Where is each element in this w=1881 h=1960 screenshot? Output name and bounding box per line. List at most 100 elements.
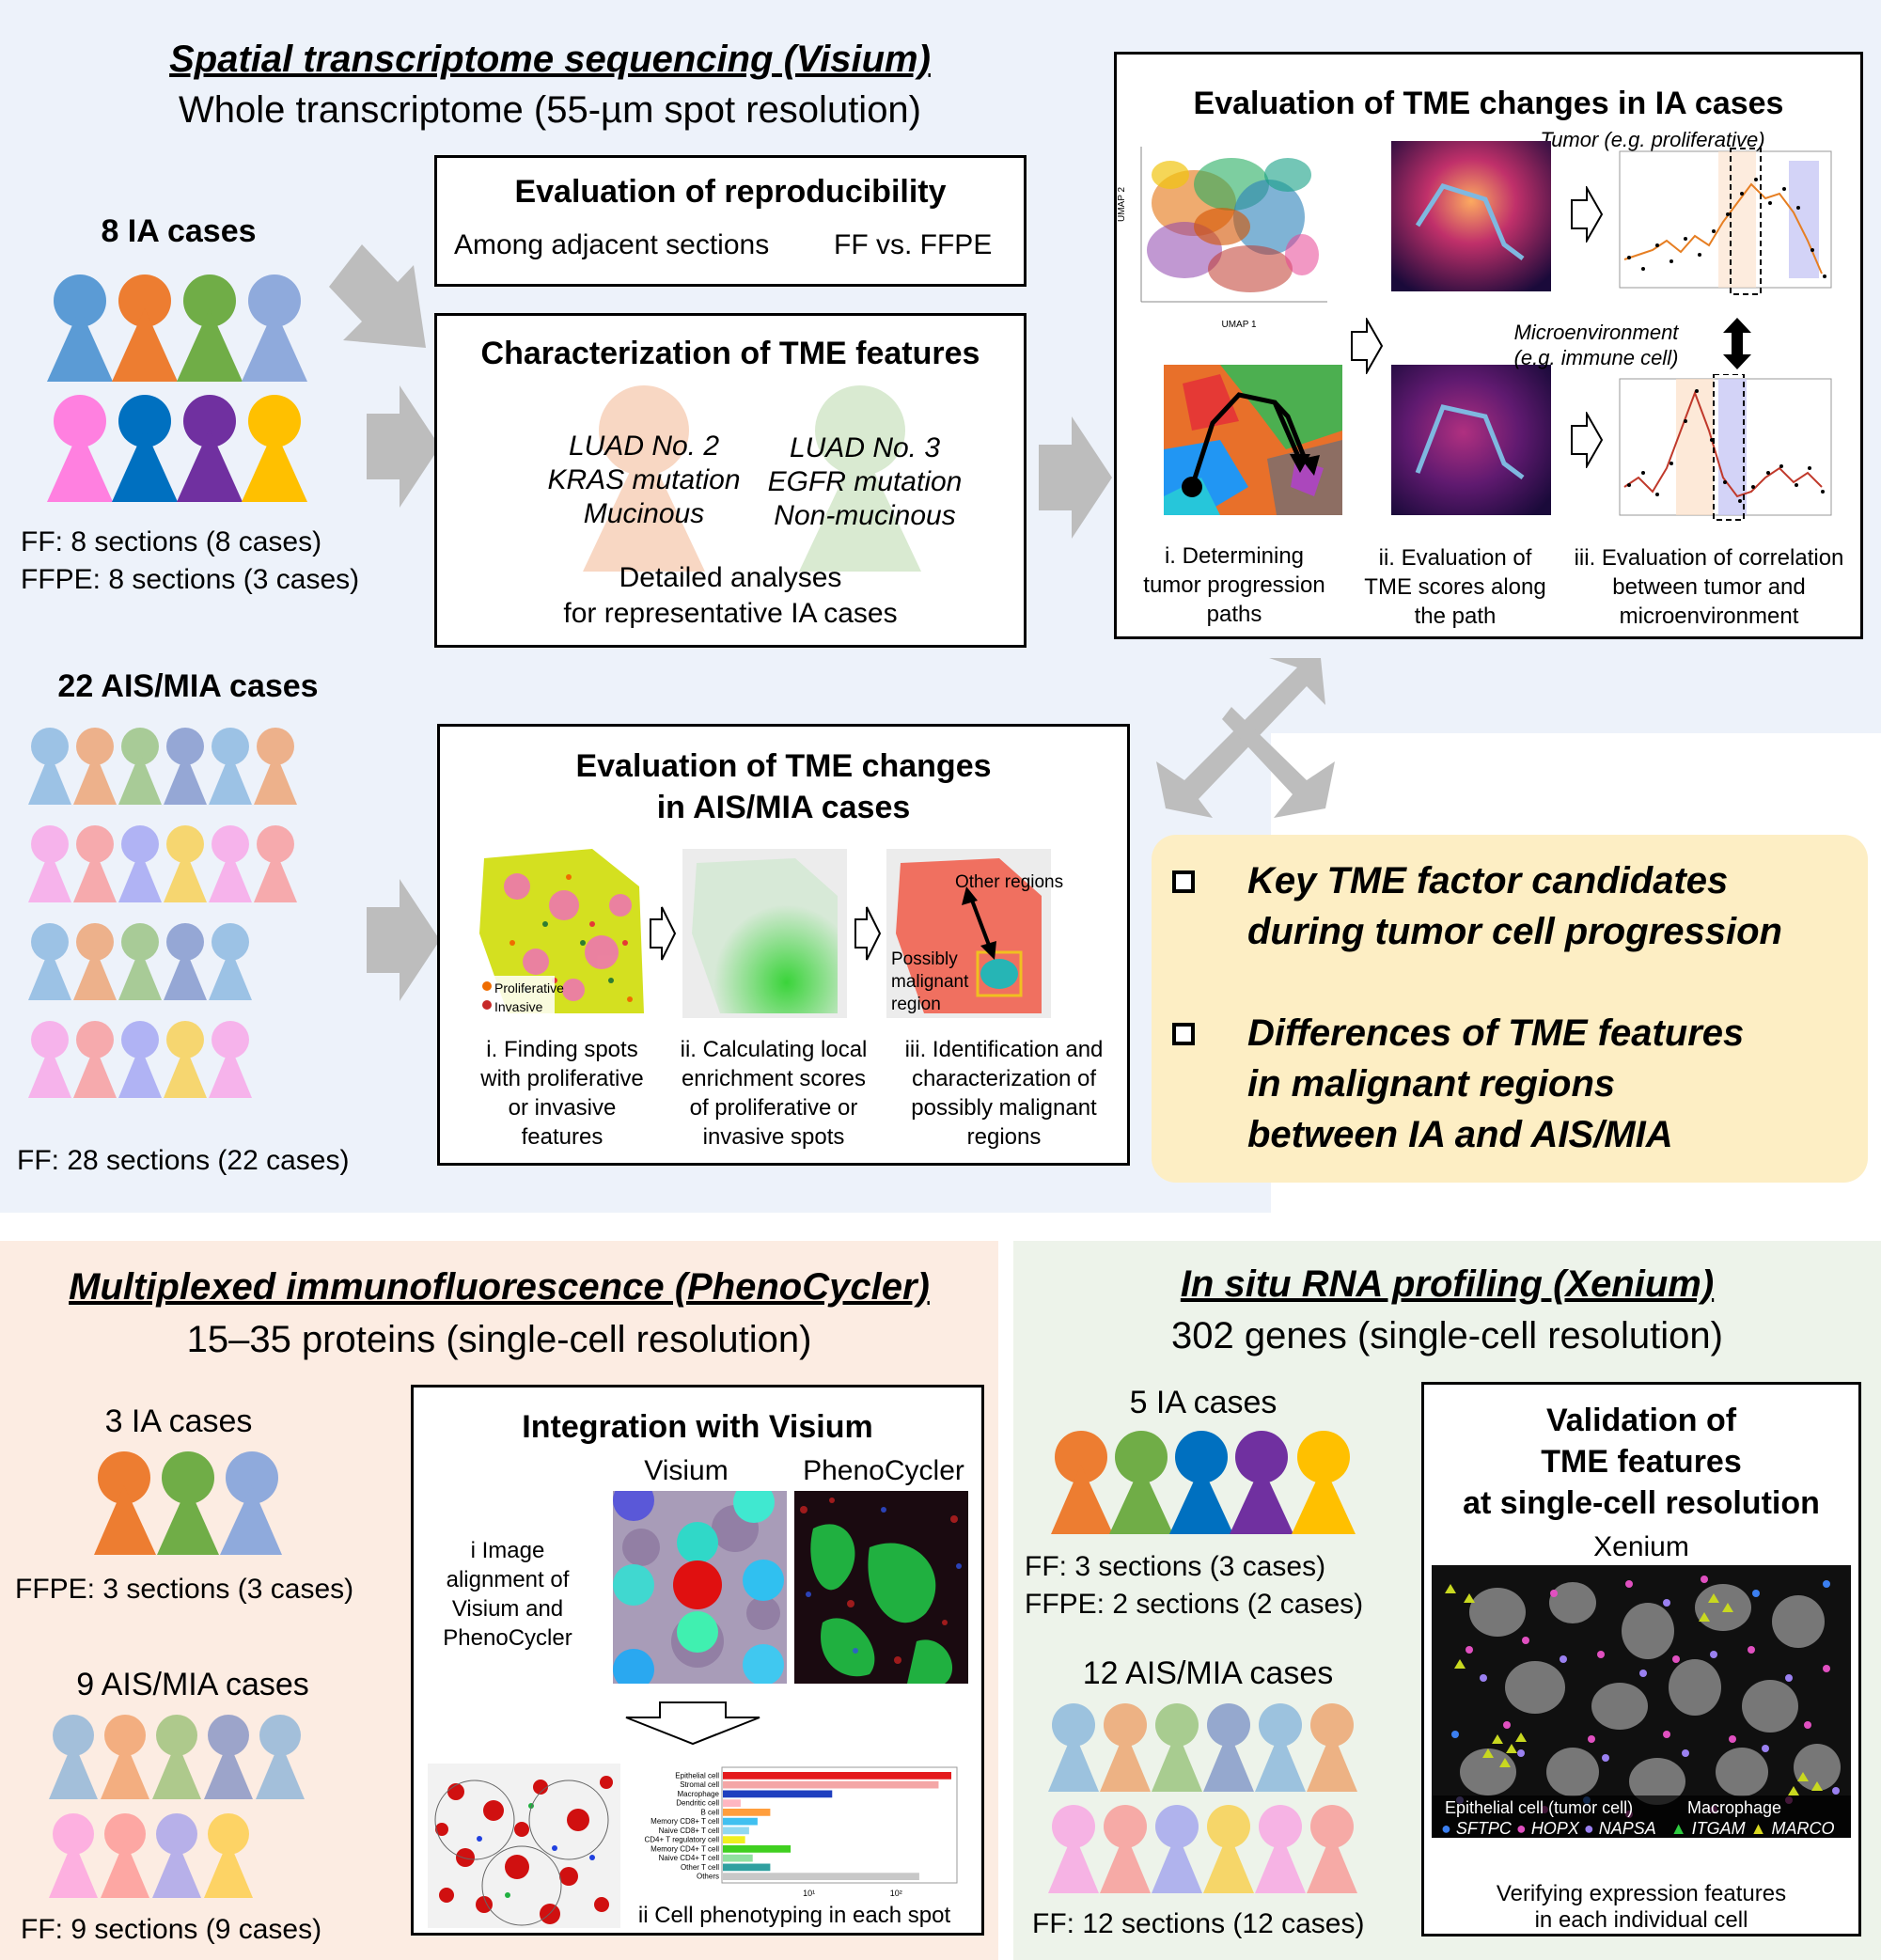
detail-line2: for representative IA cases — [563, 598, 898, 629]
ia-case-figures — [47, 274, 307, 502]
pc-aismia-ff: FF: 9 sections (9 cases) — [21, 1914, 322, 1945]
chart-category-label: Stromal cell — [680, 1780, 719, 1789]
gene-legend-row: ● SFTPC ● HOPX ● NAPSA ▲ ITGAM ▲ MARCO — [1441, 1819, 1855, 1838]
chart-category-label: Memory CD4+ T cell — [651, 1844, 719, 1853]
xenium-cell-image — [1432, 1565, 1851, 1838]
aismia-case-figures — [28, 728, 297, 1098]
figure-row-2 — [47, 395, 307, 502]
align-line1: i Image — [470, 1538, 545, 1563]
aismia-step2-line4: invasive spots — [702, 1124, 845, 1150]
xn-ia-case-figures — [1051, 1431, 1356, 1534]
chart-bar — [723, 1780, 939, 1789]
chart-category-label: Memory CD8+ T cell — [651, 1817, 719, 1826]
xn-aismia-cases-label: 12 AIS/MIA cases — [1082, 1655, 1334, 1691]
ia-cases-label: 8 IA cases — [101, 213, 257, 249]
validation-title-line1: Validation of — [1545, 1403, 1737, 1438]
chart-category-label: CD4+ T regulatory cell — [644, 1836, 719, 1844]
ia-step2-line1: ii. Evaluation of — [1378, 545, 1532, 571]
outcome1-line2: during tumor cell progression — [1247, 911, 1782, 952]
chart-x-tick-label: 10² — [890, 1889, 902, 1898]
chart-bar — [723, 1827, 749, 1835]
legend-proliferative: Proliferative — [494, 980, 564, 996]
luad3-line1: LUAD No. 3 — [789, 432, 941, 463]
align-line2: alignment of — [446, 1567, 570, 1592]
xn-ia-ffpe: FFPE: 2 sections (2 cases) — [1025, 1589, 1364, 1620]
xenium-image-label: Xenium — [1593, 1531, 1689, 1562]
luad3-line3: Non-mucinous — [774, 500, 956, 531]
gene-marco: MARCO — [1771, 1819, 1835, 1838]
xn-ia-cases-label: 5 IA cases — [1129, 1385, 1278, 1420]
bidirectional-arrows — [1156, 658, 1335, 818]
sftpc-marker-icon: ● — [1441, 1819, 1451, 1838]
umap-plot — [1140, 147, 1327, 303]
outcome2-line1: Differences of TME features — [1247, 1012, 1745, 1054]
gene-napsa: NAPSA — [1598, 1819, 1656, 1838]
characterization-title: Characterization of TME features — [480, 336, 980, 371]
outcome2-line3: between IA and AIS/MIA — [1247, 1114, 1673, 1155]
cell-phenotype-image — [428, 1764, 620, 1928]
verify-line1: Verifying expression features — [1496, 1881, 1787, 1906]
reproducibility-item2: FF vs. FFPE — [834, 229, 993, 260]
aismia-arrow-1 — [650, 906, 677, 961]
legend-invasive: Invasive — [494, 999, 543, 1014]
chart-bar — [723, 1873, 919, 1880]
pc-aismia-cases-label: 9 AIS/MIA cases — [76, 1667, 309, 1702]
micro-label-line1: Microenvironment — [1513, 321, 1679, 344]
tme-score-heatmap-top — [1391, 141, 1551, 291]
chart-bar — [723, 1790, 833, 1798]
arrow-ia-to-reproducibility — [329, 244, 426, 348]
luad3-silhouette — [799, 385, 921, 572]
spatial-cluster-map — [1164, 365, 1342, 515]
aismia-step3-line3: possibly malignant — [911, 1095, 1097, 1121]
chart-category-label: Naive CD8+ T cell — [659, 1827, 720, 1835]
chart-category-label: Macrophage — [678, 1790, 720, 1798]
malignant-region-map — [886, 849, 1051, 1018]
macrophage-label: Macrophage — [1687, 1798, 1782, 1817]
ia-step3-line1: iii. Evaluation of correlation — [1574, 545, 1844, 571]
arrow-characterization-to-ia-eval — [1039, 416, 1112, 539]
aismia-step2-line1: ii. Calculating local — [680, 1037, 868, 1062]
ia-step1-line1: i. Determining — [1164, 543, 1305, 569]
tme-score-heatmap-bottom — [1391, 365, 1551, 515]
arrow-aismia-to-eval — [367, 879, 440, 1001]
aismia-step1-line2: with proliferative — [480, 1066, 644, 1091]
pc-ia-case-figures — [94, 1451, 282, 1555]
outcomes-box: Key TME factor candidates during tumor c… — [1152, 835, 1868, 1183]
phenocycler-title: Multiplexed immunofluorescence (PhenoCyc… — [69, 1266, 930, 1308]
chart-bar — [723, 1863, 771, 1872]
possibly-line3: region — [891, 995, 941, 1014]
luad2-line2: KRAS mutation — [547, 464, 741, 495]
luad3-line2: EGFR mutation — [767, 466, 963, 497]
itgam-marker-icon: ▲ — [1669, 1819, 1687, 1838]
integration-box: Integration with Visium Visium PhenoCycl… — [411, 1385, 984, 1936]
correlation-double-arrow — [1723, 318, 1751, 369]
tumor-score-lineplot — [1619, 148, 1832, 295]
hopx-marker-icon: ● — [1515, 1819, 1527, 1838]
possibly-line2: malignant — [891, 972, 969, 992]
visium-subtitle: Whole transcriptome (55-µm spot resoluti… — [179, 89, 921, 131]
arrow-ia-to-characterization — [367, 385, 440, 508]
aismia-cases-label: 22 AIS/MIA cases — [57, 668, 319, 704]
micro-score-lineplot — [1619, 374, 1832, 521]
verify-line2: in each individual cell — [1534, 1907, 1748, 1933]
validation-title-line2: TME features — [1541, 1444, 1742, 1480]
ia-eval-title: Evaluation of TME changes in IA cases — [1193, 86, 1784, 121]
validation-box: Validation of TME features at single-cel… — [1421, 1382, 1861, 1936]
chart-bar — [723, 1799, 741, 1807]
phenocycler-image — [794, 1491, 968, 1684]
outcome1-line1: Key TME factor candidates — [1247, 860, 1729, 902]
aismia-step1-line4: features — [521, 1124, 603, 1150]
align-line4: PhenoCycler — [443, 1625, 572, 1651]
aismia-step3-line4: regions — [966, 1124, 1042, 1150]
validation-title-line3: at single-cell resolution — [1463, 1485, 1820, 1521]
ia-eval-box: Evaluation of TME changes in IA cases Tu… — [1114, 52, 1863, 639]
aismia-step1-line1: i. Finding spots — [486, 1037, 638, 1062]
aismia-eval-title-line1: Evaluation of TME changes — [575, 748, 992, 784]
epithelial-label: Epithelial cell (tumor cell) — [1445, 1798, 1634, 1817]
luad2-line1: LUAD No. 2 — [568, 431, 720, 462]
chart-bar — [723, 1836, 745, 1843]
aismia-step3-line2: characterization of — [911, 1066, 1097, 1091]
ia-ff-sections: FF: 8 sections (8 cases) — [21, 526, 322, 557]
ia-step1-line2: tumor progression — [1143, 572, 1325, 598]
